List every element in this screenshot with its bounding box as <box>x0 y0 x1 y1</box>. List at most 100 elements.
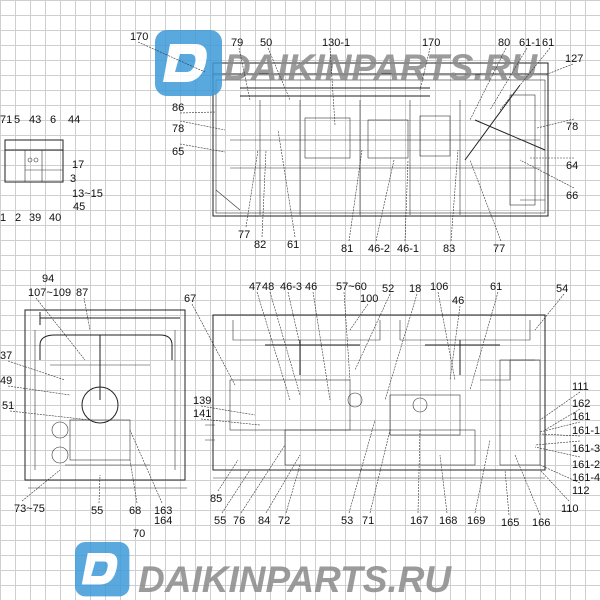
leader-line <box>544 408 581 431</box>
part-label: 43 <box>29 114 41 126</box>
leader-line <box>83 297 91 331</box>
part-label: 94 <box>42 273 54 285</box>
leader-line <box>7 385 71 396</box>
leader-line <box>348 419 376 514</box>
part-label: 165 <box>501 517 519 529</box>
part-label: 161-2 <box>572 459 600 471</box>
part-label: 61-1 <box>519 37 541 49</box>
part-label: 72 <box>278 515 290 527</box>
part-label: 167 <box>410 515 428 527</box>
leader-line <box>474 439 491 514</box>
daikinparts-logo <box>155 30 222 96</box>
leader-line <box>267 47 291 101</box>
leader-line <box>499 47 551 111</box>
leader-line <box>539 433 581 437</box>
leader-line <box>343 291 351 381</box>
part-label: 163 <box>154 505 172 517</box>
watermark-bottom: DAIKINPARTS.RU <box>75 542 452 600</box>
part-label: 18 <box>409 283 421 295</box>
part-label: 87 <box>76 287 88 299</box>
leader-line <box>449 305 461 381</box>
leader-line <box>534 293 565 331</box>
leader-line <box>417 429 421 514</box>
part-label: 61 <box>490 281 502 293</box>
leader-line <box>539 391 581 421</box>
leader-line <box>265 454 301 514</box>
leader-line <box>312 291 331 401</box>
part-label: 46 <box>452 295 464 307</box>
part-label: 13~15 <box>72 188 103 200</box>
part-label: 40 <box>49 212 61 224</box>
leader-line <box>349 303 369 331</box>
part-label: 83 <box>443 243 455 255</box>
part-label: 76 <box>233 515 245 527</box>
part-label: 81 <box>341 243 353 255</box>
leader-line <box>544 63 574 76</box>
part-label: 6 <box>50 114 56 126</box>
leader-line <box>137 41 206 73</box>
part-label: 65 <box>172 146 184 158</box>
part-label: 78 <box>172 123 184 135</box>
part-label: 44 <box>68 114 80 126</box>
leader-line <box>375 159 395 242</box>
leader-line <box>348 149 363 242</box>
part-label: 106 <box>430 281 448 293</box>
part-label: 67 <box>184 293 196 305</box>
top-view <box>212 62 549 217</box>
part-label: 80 <box>498 37 510 49</box>
leader-line <box>539 464 581 484</box>
part-label: 168 <box>439 515 457 527</box>
part-label: 48 <box>262 281 274 293</box>
leader-line <box>489 47 528 111</box>
part-label: 2 <box>15 212 21 224</box>
part-label: 141 <box>193 408 211 420</box>
part-label: 5 <box>14 114 20 126</box>
leader-line <box>469 291 499 391</box>
watermark-top: DAIKINPARTS.RU <box>155 30 538 96</box>
part-label: 17 <box>72 159 84 171</box>
leader-line <box>7 360 66 381</box>
front-small-view <box>4 139 64 183</box>
leader-line <box>221 469 251 514</box>
leader-line <box>179 143 226 153</box>
leader-line <box>261 149 267 238</box>
part-label: 169 <box>467 515 485 527</box>
leader-line <box>269 291 301 396</box>
leader-line <box>504 469 510 516</box>
part-label: 86 <box>172 102 184 114</box>
part-label: 3 <box>70 173 76 185</box>
part-label: 170 <box>422 37 440 49</box>
leader-line <box>9 410 91 421</box>
leader-line <box>200 418 261 426</box>
leader-line <box>217 459 239 492</box>
part-label: 50 <box>260 37 272 49</box>
part-label: 46-2 <box>368 243 390 255</box>
leader-line <box>384 293 418 401</box>
part-label: 78 <box>566 121 578 133</box>
leader-line <box>191 303 236 386</box>
leader-line <box>200 405 256 416</box>
part-label: 77 <box>238 229 250 241</box>
part-label: 71 <box>362 515 374 527</box>
part-label: 51 <box>2 400 14 412</box>
part-label: 45 <box>73 201 85 213</box>
leader-line <box>179 120 226 131</box>
leader-line <box>129 429 163 504</box>
part-label: 84 <box>258 515 270 527</box>
part-label: 164 <box>154 515 172 527</box>
part-label: 52 <box>382 283 394 295</box>
part-label: 64 <box>566 160 578 172</box>
leader-line <box>179 111 216 114</box>
part-label: 161 <box>572 411 590 423</box>
leader-line <box>539 421 581 433</box>
part-label: 37 <box>0 350 12 362</box>
part-label: 79 <box>231 37 243 49</box>
part-label: 68 <box>129 505 141 517</box>
leader-line <box>450 149 459 242</box>
leader-line <box>277 129 296 238</box>
leader-line <box>404 159 409 242</box>
part-label: 77 <box>493 243 505 255</box>
part-label: 54 <box>556 283 568 295</box>
leader-line <box>369 429 391 514</box>
